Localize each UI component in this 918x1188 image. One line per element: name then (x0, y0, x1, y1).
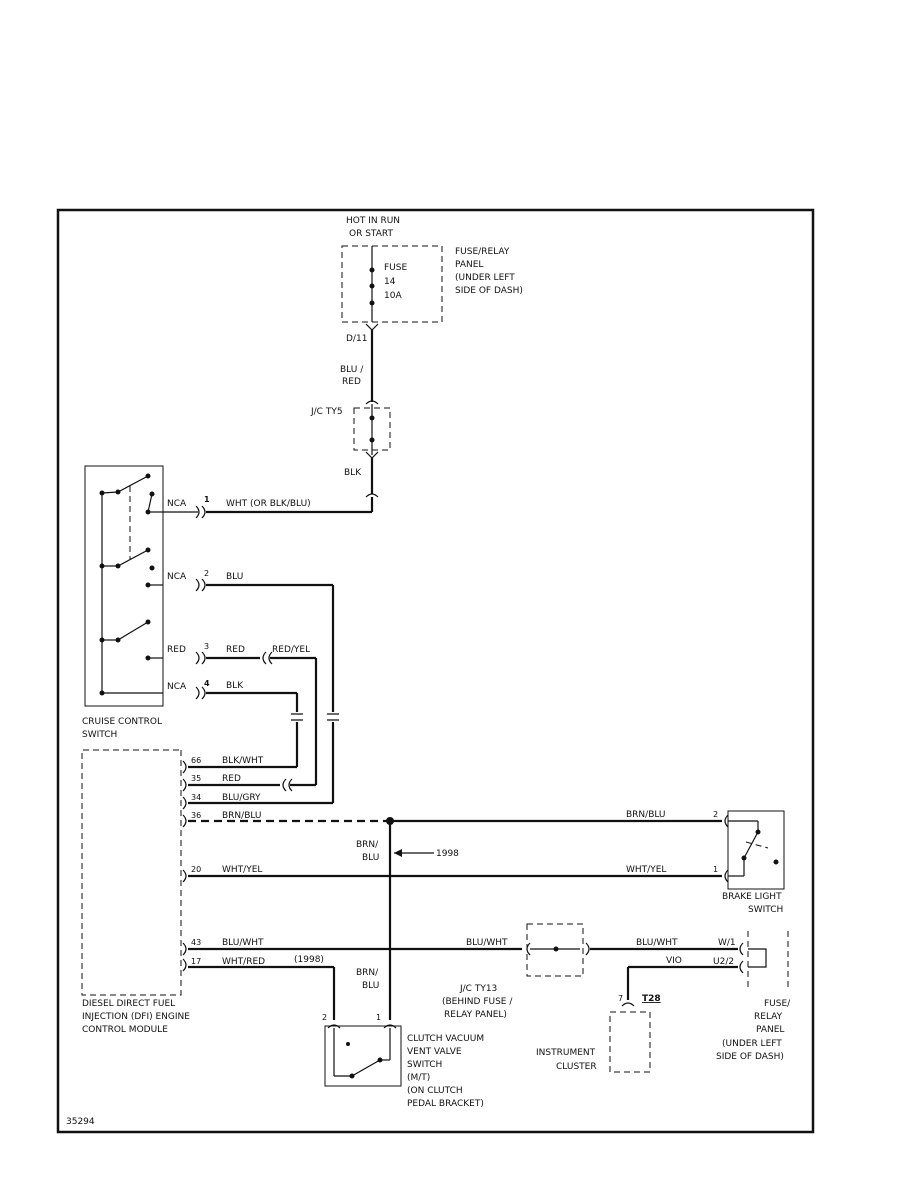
ecm-pin-17: 17 (191, 957, 201, 966)
jc-ty13: J/C TY13 (BEHIND FUSE / RELAY PANEL) (442, 923, 590, 1020)
fuse-label: FUSE (384, 263, 407, 273)
brake-wire-bottom-label: WHT/YEL (626, 865, 666, 875)
brake-switch-label-1: BRAKE LIGHT (722, 892, 782, 902)
ecm-wire-36: BRN/BLU (222, 811, 262, 821)
fuse-bottom-label-1: FUSE/ (764, 999, 791, 1009)
ecm-label-3: CONTROL MODULE (82, 1025, 168, 1035)
clutch-label-6: PEDAL BRACKET) (407, 1099, 484, 1109)
fuse-rating: 10A (384, 291, 402, 301)
year-note-arrow: 1998 (436, 849, 459, 859)
ecm-pin-36: 36 (191, 811, 201, 820)
cruise-switch-label-2: SWITCH (82, 730, 117, 740)
nca-4-label: NCA (167, 682, 187, 692)
clutch-label-5: (ON CLUTCH (407, 1086, 463, 1096)
jc-ty13-label-1: J/C TY13 (459, 984, 497, 994)
clutch-vacuum-switch: BRN/ BLU 2 1 CLUTCH VACUUM VENT VALVE SW… (322, 968, 484, 1109)
fuse-panel-desc-1: FUSE/RELAY (455, 247, 510, 257)
ecm-wire-17: WHT/RED (222, 957, 265, 967)
red-left-label: RED (167, 645, 186, 655)
power-label-1: HOT IN RUN (346, 216, 400, 226)
nca-2-label: NCA (167, 572, 187, 582)
connector-d11: D/11 (346, 334, 367, 344)
clutch-blu-label: BLU (362, 981, 379, 991)
clutch-pin-1: 1 (376, 1013, 381, 1022)
brake-switch-label-2: SWITCH (748, 905, 783, 915)
power-label-2: OR START (349, 229, 393, 239)
ecm-module: DIESEL DIRECT FUEL INJECTION (DFI) ENGIN… (81, 749, 190, 1035)
figure-id: 35294 (66, 1117, 95, 1127)
fuse-panel-desc-3: (UNDER LEFT (455, 273, 515, 283)
pin-2-label: 2 (204, 569, 209, 578)
blk-4-label: BLK (226, 681, 244, 691)
brn-blu-vert-label-2: BLU (362, 853, 379, 863)
cluster-label-2: CLUSTER (556, 1062, 597, 1072)
diagram-frame (56, 208, 815, 1134)
brake-wire-top-label: BRN/BLU (626, 810, 666, 820)
ecm-pin-34: 34 (191, 793, 201, 802)
fuse-bottom-label-5: SIDE OF DASH) (716, 1052, 784, 1062)
jc-ty13-right-wire: BLU/WHT (636, 938, 678, 948)
fuse-bottom-label-4: (UNDER LEFT (722, 1039, 782, 1049)
nca-1-label: NCA (167, 499, 187, 509)
clutch-brn-label: BRN/ (356, 968, 379, 978)
cluster-pin-7: 7 (618, 994, 623, 1003)
ecm-wire-66: BLK/WHT (222, 756, 264, 766)
instrument-cluster: 7 T28 INSTRUMENT CLUSTER (536, 994, 661, 1073)
jc-ty13-label-2: (BEHIND FUSE / (442, 997, 513, 1007)
cruise-control-switch: CRUISE CONTROL SWITCH (82, 465, 164, 740)
pin-3-label: 3 (204, 642, 209, 651)
jc-ty13-label-3: RELAY PANEL) (444, 1010, 507, 1020)
pin-1-label: 1 (204, 495, 210, 504)
clutch-label-3: SWITCH (407, 1060, 442, 1070)
clutch-label-1: CLUTCH VACUUM (407, 1034, 484, 1044)
ecm-wire-20: WHT/YEL (222, 865, 262, 875)
fuse-pin-w1: W/1 (718, 938, 736, 948)
ecm-wire-35: RED (222, 774, 241, 784)
ecm-wire-43: BLU/WHT (222, 938, 264, 948)
wire-label-blu-2: BLU (226, 572, 243, 582)
fuse-bottom-label-2: RELAY (754, 1012, 783, 1022)
wire-label-blu: BLU / (340, 365, 364, 375)
brake-pin-2: 2 (713, 810, 718, 819)
fuse-panel-desc-2: PANEL (455, 260, 483, 270)
brake-light-switch: 2 1 BRAKE LIGHT SWITCH (713, 810, 785, 915)
fuse-relay-panel-bottom: W/1 U2/2 FUSE/ RELAY PANEL (UNDER LEFT S… (713, 931, 791, 1062)
ecm-pin-66: 66 (191, 756, 201, 765)
ecm-pin-35: 35 (191, 774, 201, 783)
fuse-number: 14 (384, 277, 396, 287)
wire-label-blk: BLK (344, 468, 362, 478)
jc-ty13-left-wire: BLU/WHT (466, 938, 508, 948)
vio-wire-label: VIO (666, 956, 682, 966)
ecm-pin-43: 43 (191, 938, 201, 947)
ecm-label-2: INJECTION (DFI) ENGINE (82, 1012, 190, 1022)
red-mid-label: RED (226, 645, 245, 655)
clutch-pin-2: 2 (322, 1013, 327, 1022)
ecm-label-1: DIESEL DIRECT FUEL (82, 999, 175, 1009)
red-yel-label: RED/YEL (272, 645, 310, 655)
ecm-wire-34: BLU/GRY (222, 793, 261, 803)
clutch-label-2: VENT VALVE (407, 1047, 462, 1057)
cluster-connector-t28: T28 (642, 994, 661, 1004)
jc-ty5-label: J/C TY5 (310, 407, 343, 417)
fuse-bottom-label-3: PANEL (756, 1025, 784, 1035)
jc-ty5: J/C TY5 (310, 400, 391, 459)
brake-pin-1: 1 (713, 865, 718, 874)
brn-blu-vert-label-1: BRN/ (356, 840, 379, 850)
cluster-label-1: INSTRUMENT (536, 1048, 596, 1058)
ecm-pin-20: 20 (191, 865, 201, 874)
fuse-relay-panel-top: HOT IN RUN OR START FUSE 14 10A FUSE/REL… (341, 216, 523, 344)
cruise-switch-label-1: CRUISE CONTROL (82, 717, 162, 727)
fuse-pin-u2: U2/2 (713, 957, 734, 967)
pin-4-label: 4 (204, 679, 210, 688)
fuse-panel-desc-4: SIDE OF DASH) (455, 286, 523, 296)
wire-label-wht: WHT (OR BLK/BLU) (226, 499, 311, 509)
year-note-1998: (1998) (294, 955, 324, 965)
wire-label-red: RED (342, 377, 361, 387)
clutch-label-4: (M/T) (407, 1073, 430, 1083)
